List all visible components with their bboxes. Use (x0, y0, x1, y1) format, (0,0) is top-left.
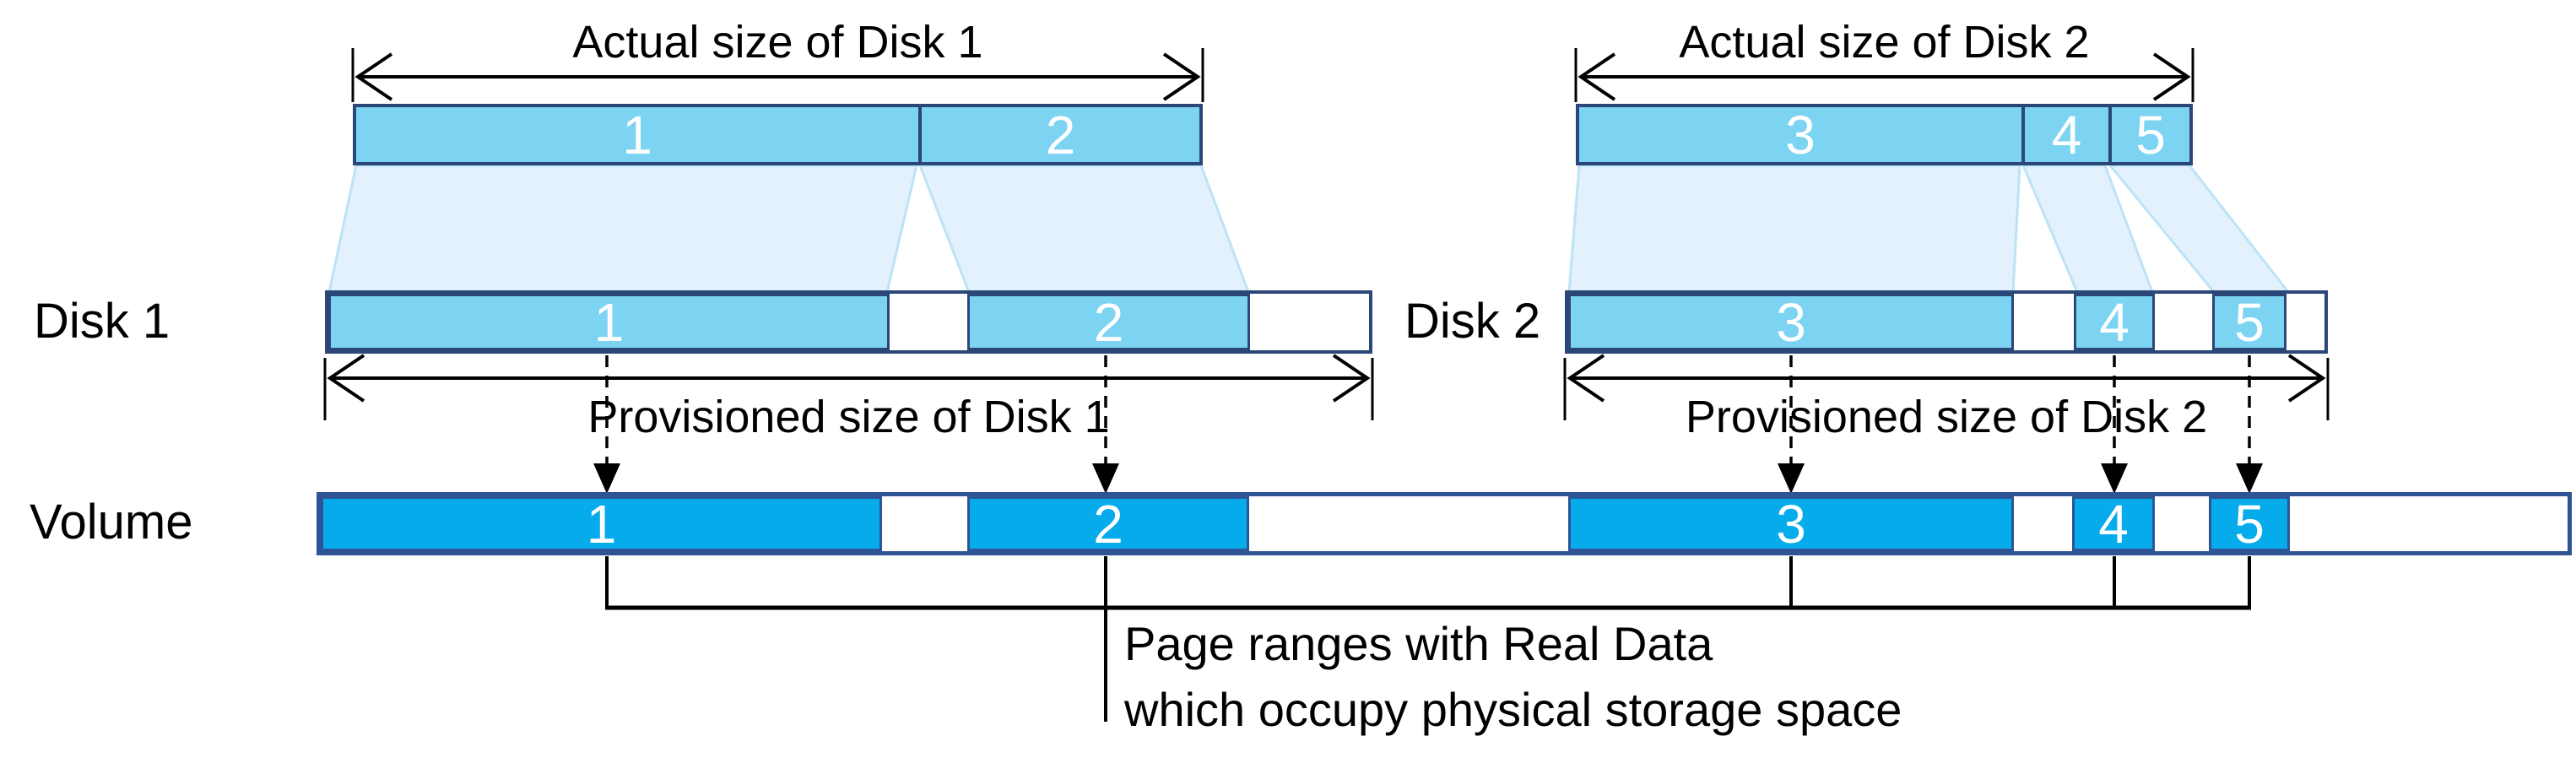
disk1-row-label: Disk 1 (34, 294, 170, 349)
actual-size-arrow-disk1 (351, 48, 1204, 102)
dashed-arrow-seg4 (2101, 355, 2128, 494)
disk2-actual-segment-5: 5 (2108, 107, 2189, 162)
mapping-trapezoid-disk1-seg1 (327, 164, 918, 294)
disk1-provisioned-bar: 1 2 (325, 290, 1372, 354)
segment-number: 1 (586, 493, 617, 555)
dashed-arrow-seg1 (593, 355, 620, 494)
disk1-provisioned-segment-1: 1 (328, 294, 890, 350)
disk1-actual-segment-2: 2 (918, 107, 1199, 162)
disk2-provisioned-segment-5: 5 (2212, 294, 2286, 350)
segment-number: 1 (622, 104, 652, 165)
segment-number: 5 (2234, 291, 2265, 353)
disk1-actual-size-label: Actual size of Disk 1 (572, 17, 983, 68)
disk2-provisioned-segment-3: 3 (1568, 294, 2014, 350)
volume-segment-3: 3 (1568, 496, 2014, 551)
disk2-provisioned-size-label: Provisioned size of Disk 2 (1685, 392, 2208, 442)
volume-row-label: Volume (30, 495, 193, 549)
mapping-shades-disk2 (1567, 164, 2292, 294)
volume-segment-5: 5 (2209, 496, 2290, 551)
segment-number: 5 (2135, 104, 2166, 165)
segment-number: 4 (2099, 291, 2130, 353)
segment-number: 3 (1785, 104, 1816, 165)
volume-segment-2: 2 (967, 496, 1249, 551)
segment-number: 2 (1045, 104, 1076, 165)
disk2-actual-segment-3: 3 (1579, 107, 2021, 162)
mapping-shades-disk1 (327, 164, 1251, 294)
segment-number: 3 (1776, 291, 1806, 353)
disk2-row-label: Disk 2 (1404, 294, 1541, 349)
volume-segment-4: 4 (2072, 496, 2155, 551)
disk1-provisioned-segment-2: 2 (967, 294, 1250, 350)
dashed-arrow-seg3 (1778, 355, 1805, 494)
dashed-arrow-seg2 (1092, 355, 1119, 494)
disk1-actual-bar: 1 2 (353, 104, 1203, 165)
volume-bar: 1 2 3 4 5 (317, 492, 2572, 555)
segment-number: 2 (1093, 493, 1123, 555)
annotation-line-2: which occupy physical storage space (1124, 683, 1902, 736)
disk2-actual-segment-4: 4 (2021, 107, 2108, 162)
mapping-trapezoid-disk1-seg2 (917, 164, 1251, 294)
dashed-arrow-seg5 (2236, 355, 2263, 494)
segment-number: 4 (2051, 104, 2082, 165)
page-ranges-bracket (605, 556, 2251, 722)
segment-number: 5 (2234, 493, 2265, 555)
disk1-provisioned-size-label: Provisioned size of Disk 1 (587, 392, 1110, 442)
segment-number: 4 (2098, 493, 2129, 555)
annotation-line-1: Page ranges with Real Data (1124, 617, 1713, 670)
disk1-actual-segment-1: 1 (356, 107, 918, 162)
volume-segment-1: 1 (321, 496, 882, 551)
segment-number: 1 (593, 291, 625, 353)
provisioned-size-arrow-disk1 (323, 354, 1374, 420)
disk2-actual-size-label: Actual size of Disk 2 (1679, 17, 2090, 68)
actual-size-arrow-disk2 (1574, 48, 2194, 102)
page-ranges-annotation: Page ranges with Real Data which occupy … (1124, 611, 1902, 743)
disk2-provisioned-segment-4: 4 (2074, 294, 2155, 350)
mapping-trapezoid-disk2-seg3 (1567, 164, 2021, 294)
segment-number: 3 (1776, 493, 1806, 555)
segment-number: 2 (1093, 291, 1124, 353)
disk2-actual-bar: 3 4 5 (1576, 104, 2193, 165)
disk2-provisioned-bar: 3 4 5 (1565, 290, 2328, 354)
provisioned-size-arrow-disk2 (1563, 354, 2330, 420)
disk-to-volume-arrows (593, 355, 2263, 494)
